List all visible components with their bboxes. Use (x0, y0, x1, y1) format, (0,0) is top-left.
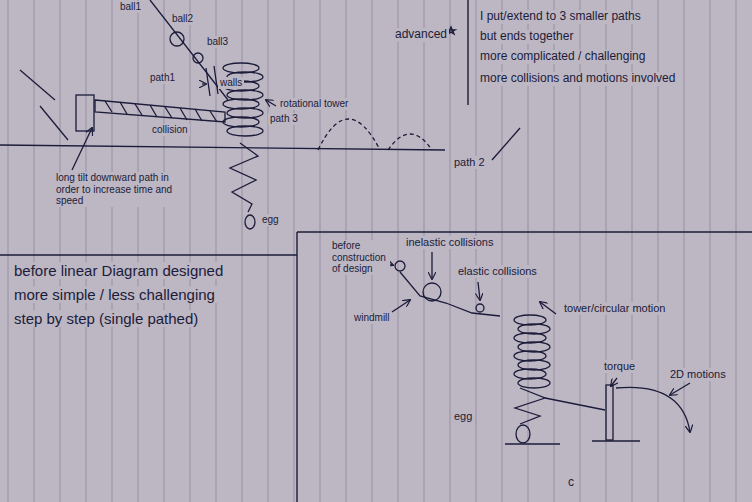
paper-ruling (320, 0, 321, 502)
handwritten-label: ball3 (205, 36, 230, 48)
linear-design-sketch (505, 443, 560, 444)
advanced-design-sketch (150, 0, 228, 100)
handwritten-label: path 2 (452, 156, 487, 169)
paper-ruling (8, 0, 9, 502)
handwritten-label: 2D motions (668, 368, 728, 381)
handwritten-label: before linear Diagram designed (12, 262, 225, 279)
linear-design-sketch (611, 378, 617, 386)
paper-ruling (476, 0, 477, 502)
panel-divider (0, 254, 297, 255)
handwritten-label: walls (218, 77, 244, 89)
paper-ruling (450, 0, 451, 502)
linear-design-sketch (540, 302, 556, 314)
linear-design-sketch (514, 315, 550, 388)
paper-ruling (736, 0, 737, 502)
handwritten-label: ball1 (118, 1, 143, 13)
advanced-design-sketch (223, 63, 263, 136)
advanced-design-sketch (72, 128, 92, 170)
advanced-design-sketch (105, 101, 217, 122)
advanced-design-sketch (95, 100, 225, 122)
linear-design-sketch (592, 440, 640, 441)
paper-ruling (60, 0, 61, 502)
advanced-design-sketch (76, 95, 94, 131)
handwritten-label: path1 (148, 72, 177, 84)
handwritten-label: egg (260, 214, 281, 226)
linear-design-sketch (616, 387, 690, 432)
paper-ruling (424, 0, 425, 502)
linear-design-sketch (518, 378, 550, 388)
advanced-design-sketch (245, 215, 255, 229)
advanced-design-sketch (206, 68, 210, 96)
advanced-design-sketch (492, 128, 520, 160)
paper-ruling (710, 0, 711, 502)
handwritten-label: ball2 (170, 13, 195, 25)
linear-design-sketch (478, 282, 480, 300)
advanced-design-sketch (202, 83, 206, 84)
paper-ruling (34, 0, 35, 502)
handwritten-label: collision (150, 124, 190, 136)
advanced-design-sketch (193, 53, 203, 63)
linear-design-sketch (384, 252, 690, 444)
handwritten-label: c (566, 476, 576, 490)
handwritten-label: I put/extend to 3 smaller paths (478, 10, 643, 24)
handwritten-label: rotational tower (278, 98, 350, 110)
advanced-design-sketch (0, 0, 520, 229)
linear-design-sketch (431, 252, 432, 279)
handwritten-label: more complicated / challenging (478, 50, 647, 64)
handwritten-label: windmill (352, 312, 392, 324)
paper-ruling (8, 0, 736, 502)
linear-design-sketch (423, 283, 441, 301)
paper-ruling (398, 0, 399, 502)
linear-design-sketch (515, 388, 545, 424)
paper-ruling (86, 0, 87, 502)
advanced-design-sketch (40, 106, 68, 140)
handwritten-label: egg (452, 410, 474, 423)
handwritten-label: path 3 (268, 113, 300, 125)
handwritten-label: elastic collisions (456, 265, 539, 278)
handwritten-label: tower/circular motion (562, 302, 667, 315)
handwritten-label: more collisions and motions involved (478, 72, 677, 86)
paper-ruling (190, 0, 191, 502)
paper-ruling (138, 0, 139, 502)
linear-design-sketch (545, 398, 605, 410)
advanced-design-sketch (20, 70, 55, 100)
linear-design-sketch (392, 300, 410, 312)
handwritten-label: before construction of design (330, 240, 390, 275)
handwritten-label: but ends together (478, 30, 575, 44)
linear-design-sketch (400, 272, 500, 316)
paper-ruling (268, 0, 269, 502)
linear-design-sketch (606, 385, 613, 440)
paper-ruling (242, 0, 243, 502)
handwritten-label: torque (602, 360, 637, 373)
paper-ruling (294, 0, 295, 502)
paper-ruling (684, 0, 685, 502)
linear-design-sketch (395, 261, 405, 271)
paper-ruling (112, 0, 113, 502)
panel-divider (467, 0, 468, 105)
advanced-design-sketch (266, 100, 276, 106)
linear-design-sketch (516, 425, 530, 443)
panel-divider (296, 232, 297, 502)
handwritten-label: more simple / less challenging (12, 286, 217, 303)
linear-design-sketch (670, 383, 690, 395)
advanced-design-sketch (230, 143, 258, 212)
advanced-design-sketch (170, 32, 184, 46)
linear-design-sketch (476, 304, 484, 312)
panel-divider (297, 231, 752, 232)
handwritten-label: inelastic collisions (404, 236, 495, 249)
advanced-design-sketch (388, 134, 432, 150)
handwritten-label: long tilt downward path in order to incr… (54, 172, 178, 207)
advanced-design-sketch (227, 126, 263, 136)
handwritten-label: step by step (single pathed) (12, 310, 200, 327)
advanced-design-sketch (318, 119, 380, 150)
handwritten-label: advanced (393, 28, 449, 42)
